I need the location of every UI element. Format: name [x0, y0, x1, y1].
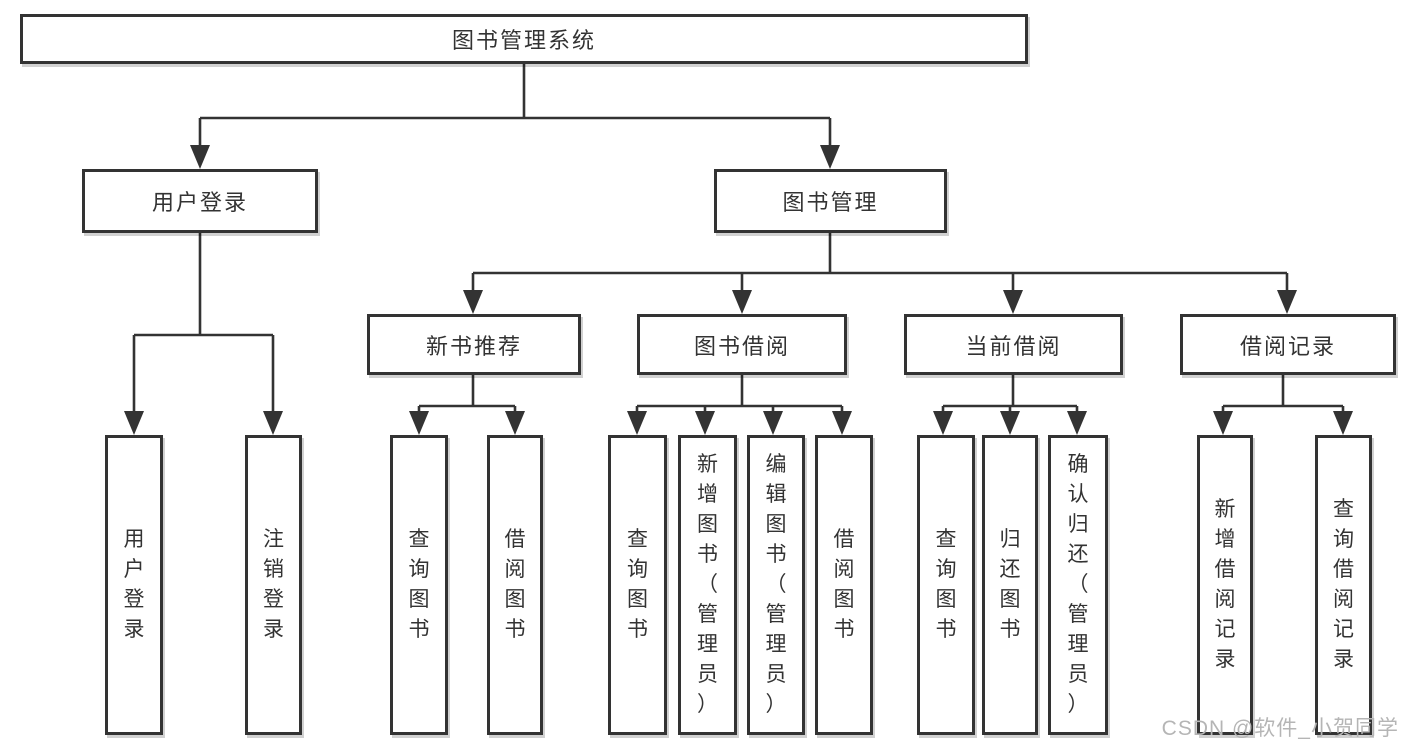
leaf-query-book-2: 查询图书 — [608, 435, 667, 735]
leaf-add-book-admin-label: 新增图书（管理员） — [697, 453, 718, 716]
leaf-add-borrow-record: 新增借阅记录 — [1197, 435, 1253, 735]
node-root-system: 图书管理系统 — [20, 14, 1028, 64]
node-book-borrow: 图书借阅 — [637, 314, 847, 375]
leaf-borrow-book-1-label: 借阅图书 — [504, 528, 526, 641]
node-user-login: 用户登录 — [82, 169, 318, 233]
node-current-borrow-label: 当前借阅 — [965, 333, 1062, 359]
leaf-query-book-2-label: 查询图书 — [627, 528, 648, 641]
leaf-confirm-return-admin-label: 确认归还（管理员） — [1067, 453, 1089, 716]
leaf-add-book-admin: 新增图书（管理员） — [678, 435, 737, 735]
node-book-management-label: 图书管理 — [782, 190, 879, 215]
leaf-query-book-1: 查询图书 — [390, 435, 448, 735]
leaf-borrow-book-2: 借阅图书 — [815, 435, 873, 735]
arrowhead-down-icons — [124, 145, 1353, 435]
leaf-edit-book-admin: 编辑图书（管理员） — [747, 435, 805, 735]
node-new-book-recommend-label: 新书推荐 — [425, 333, 522, 359]
leaf-return-book: 归还图书 — [982, 435, 1038, 735]
leaf-query-book-3: 查询图书 — [917, 435, 975, 735]
leaf-user-login-label: 用户登录 — [123, 528, 145, 641]
leaf-borrow-book-2-label: 借阅图书 — [833, 528, 855, 641]
node-user-login-label: 用户登录 — [151, 190, 248, 215]
leaf-logout-label: 注销登录 — [263, 528, 284, 641]
node-root-label: 图书管理系统 — [451, 28, 596, 53]
node-borrow-record-label: 借阅记录 — [1239, 333, 1336, 359]
leaf-query-borrow-record: 查询借阅记录 — [1315, 435, 1372, 735]
leaf-user-login: 用户登录 — [105, 435, 163, 735]
leaf-logout: 注销登录 — [245, 435, 302, 735]
leaf-add-borrow-record-label: 新增借阅记录 — [1214, 498, 1236, 671]
node-book-management: 图书管理 — [714, 169, 947, 233]
node-current-borrow: 当前借阅 — [904, 314, 1123, 375]
node-book-borrow-label: 图书借阅 — [693, 333, 790, 359]
csdn-watermark: CSDN @软件_小贺同学 — [1161, 717, 1399, 740]
leaf-edit-book-admin-label: 编辑图书（管理员） — [765, 453, 787, 716]
leaf-query-book-1-label: 查询图书 — [408, 528, 430, 641]
leaf-return-book-label: 归还图书 — [999, 528, 1021, 641]
leaf-query-book-3-label: 查询图书 — [935, 528, 957, 641]
leaf-borrow-book-1: 借阅图书 — [487, 435, 543, 735]
leaf-confirm-return-admin: 确认归还（管理员） — [1048, 435, 1108, 735]
leaf-query-borrow-record-label: 查询借阅记录 — [1333, 498, 1354, 671]
node-borrow-record: 借阅记录 — [1180, 314, 1396, 375]
node-new-book-recommend: 新书推荐 — [367, 314, 581, 375]
